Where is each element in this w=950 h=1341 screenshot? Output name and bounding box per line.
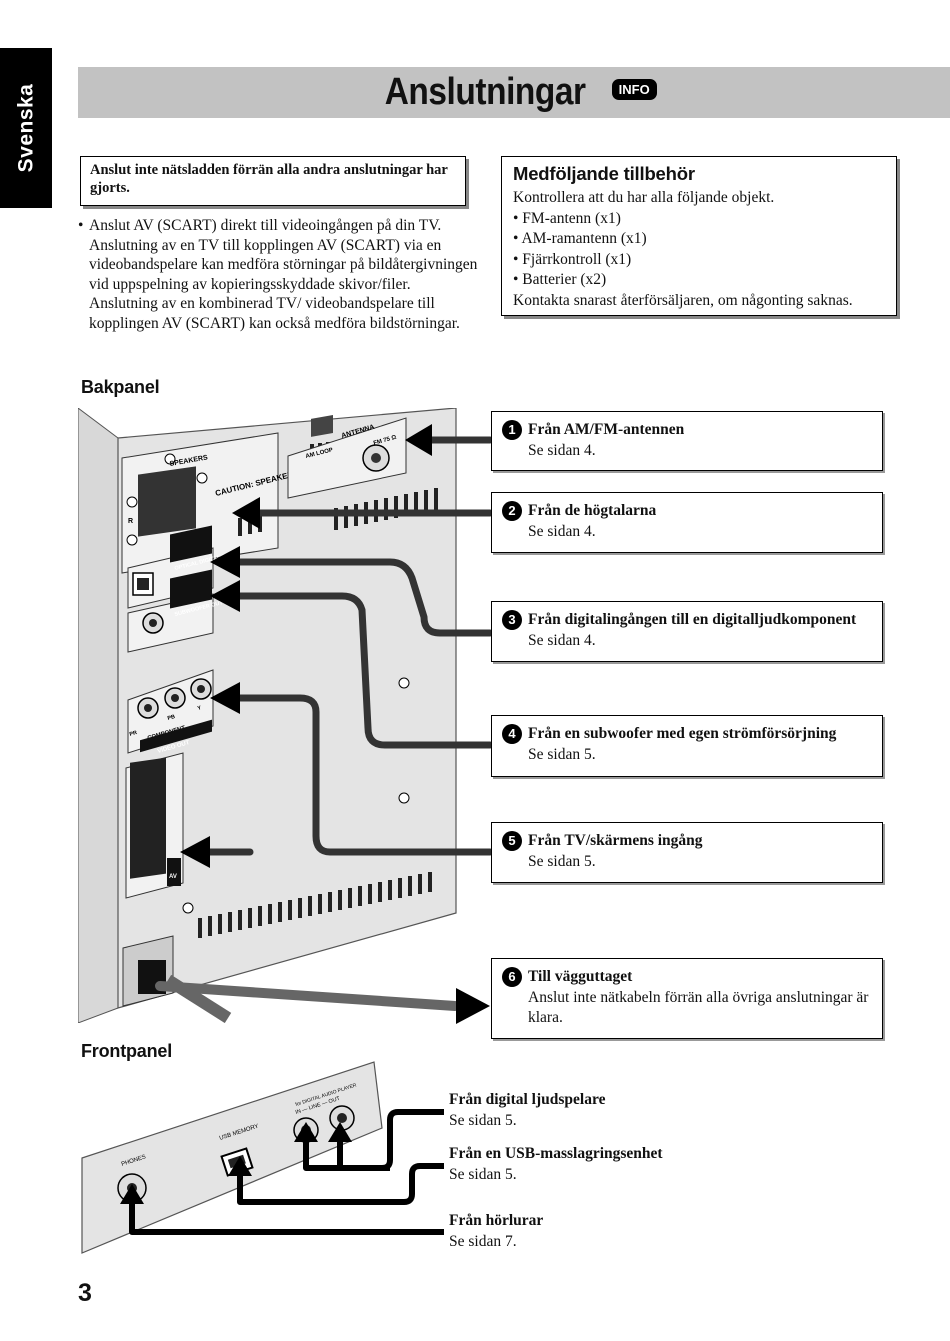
front-panel-heading: Frontpanel	[81, 1041, 172, 1061]
accessory-item: • Fjärrkontroll (x1)	[513, 250, 632, 268]
connection-box-speakers: 2 Från de högtalarna Se sidan 4.	[491, 492, 883, 553]
number-badge: 1	[502, 420, 522, 441]
connection-page-ref: Se sidan 7.	[449, 1232, 517, 1250]
scart-note: • Anslut AV (SCART) direkt till videoing…	[78, 216, 478, 333]
connection-title: Till vägguttaget	[528, 968, 633, 985]
connection-box-tv: 5 Från TV/skärmens ingång Se sidan 5.	[491, 822, 883, 883]
warning-box: Anslut inte nätsladden förrän alla andra…	[80, 156, 466, 206]
connection-box-subwoofer: 4 Från en subwoofer med egen strömförsörj…	[491, 715, 883, 777]
accessories-intro: Kontrollera att du har alla följande obj…	[513, 189, 775, 206]
connection-page-ref: Se sidan 5.	[528, 745, 596, 763]
number-badge: 4	[502, 724, 522, 745]
front-connection-phones: Från hörlurar Se sidan 7.	[449, 1211, 709, 1252]
connection-box-digital: 3 Från digitalingången till en digitallju…	[491, 601, 883, 662]
connection-page-ref: Se sidan 4.	[528, 441, 596, 459]
page-title: Anslutningar	[385, 71, 586, 114]
number-badge: 3	[502, 610, 522, 631]
front-connection-usb: Från en USB-masslagringsenhet Se sidan 5…	[449, 1144, 709, 1185]
number-badge: 6	[502, 967, 522, 988]
av-label: AV	[169, 874, 177, 880]
info-badge: INFO	[611, 79, 657, 100]
page-title-bar: Anslutningar INFO	[78, 67, 950, 118]
front-connection-dap: Från digital ljudspelare Se sidan 5.	[449, 1090, 709, 1131]
connection-page-ref: Se sidan 4.	[528, 631, 596, 649]
connection-title: Från digital ljudspelare	[449, 1091, 606, 1108]
connection-page-ref: Se sidan 5.	[528, 852, 596, 870]
connection-page-ref: Se sidan 5.	[449, 1165, 517, 1183]
warning-text: Anslut inte nätsladden förrän alla andra…	[90, 162, 448, 196]
connection-box-antenna: 1 Från AM/FM-antennen Se sidan 4.	[491, 411, 883, 471]
connection-page-ref: Se sidan 5.	[449, 1111, 517, 1129]
page-title-text: Anslutningar	[384, 71, 586, 113]
connection-title: Från en USB-masslagringsenhet	[449, 1145, 663, 1162]
connection-title: Från AM/FM-antennen	[528, 421, 685, 438]
pb-label: PB	[167, 714, 176, 722]
connection-title: Från hörlurar	[449, 1212, 544, 1229]
language-tab: Svenska	[0, 48, 52, 208]
accessories-title: Medföljande tillbehör	[513, 163, 695, 184]
r-label: R	[128, 518, 133, 525]
scart-note-text: Anslut AV (SCART) direkt till videoingån…	[89, 217, 478, 332]
connection-title: Från digitalingången till en digitalljud…	[528, 611, 857, 628]
accessory-item: • Batterier (x2)	[513, 271, 607, 288]
number-badge: 2	[502, 501, 522, 522]
y-label: Y	[197, 705, 202, 712]
connection-title: Från en subwoofer med egen strömförsörjn…	[528, 725, 837, 742]
connection-box-wall-outlet: 6 Till vägguttaget Anslut inte nätkabeln …	[491, 958, 883, 1039]
accessory-item: • FM-antenn (x1)	[513, 209, 621, 227]
number-badge: 5	[502, 831, 522, 852]
bullet-marker: •	[78, 217, 84, 234]
rear-panel-heading: Bakpanel	[81, 377, 160, 397]
accessories-box: Medföljande tillbehör Kontrollera att du…	[501, 156, 897, 316]
accessory-item: • AM-ramantenn (x1)	[513, 230, 647, 247]
connection-title: Från de högtalarna	[528, 502, 657, 519]
connection-title: Från TV/skärmens ingång	[528, 832, 703, 849]
page-number: 3	[78, 1279, 92, 1307]
connection-page-ref: Se sidan 4.	[528, 522, 596, 540]
pr-label: PR	[129, 730, 138, 738]
accessories-footer: Kontakta snarast återförsäljaren, om någ…	[513, 291, 853, 309]
connection-note: Anslut inte nätkabeln förrän alla övriga…	[528, 988, 869, 1027]
